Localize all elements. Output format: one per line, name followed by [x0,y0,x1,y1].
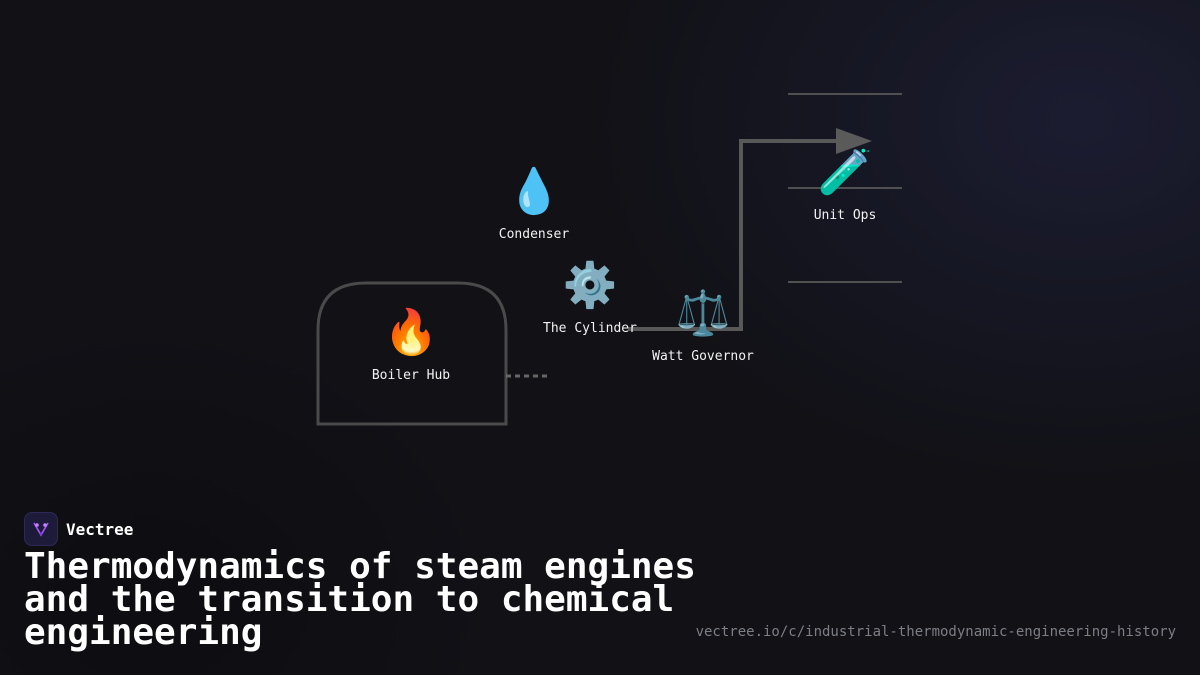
brand-name: Vectree [66,519,134,539]
gear-icon: ⚙️ [562,260,618,311]
page-title: Thermodynamics of steam engines and the … [24,546,696,653]
node-label: Condenser [498,227,570,242]
arrow-connector [628,139,840,331]
source-url[interactable]: vectree.io/c/industrial-thermodynamic-en… [695,624,1176,640]
arrowhead [836,128,872,154]
node-boiler-hub: 🔥 Boiler Hub [331,307,491,384]
brand: Vectree [24,512,133,546]
test-tube-icon: 🧪 [817,147,873,198]
fire-icon: 🔥 [383,307,439,358]
node-label: Watt Governor [652,349,754,364]
balance-scale-icon: ⚖️ [675,288,731,339]
node-condenser: 💧 Condenser [454,166,614,243]
node-cylinder: ⚙️ The Cylinder [510,260,670,337]
node-unit-ops: 🧪 Unit Ops [765,147,925,224]
node-label: Unit Ops [813,208,877,223]
node-label: The Cylinder [543,321,637,336]
node-label: Boiler Hub [371,368,451,383]
node-watt-governor: ⚖️ Watt Governor [623,288,783,365]
droplet-icon: 💧 [506,166,562,217]
boiler-container [316,281,508,426]
vectree-logo-icon [24,512,58,546]
